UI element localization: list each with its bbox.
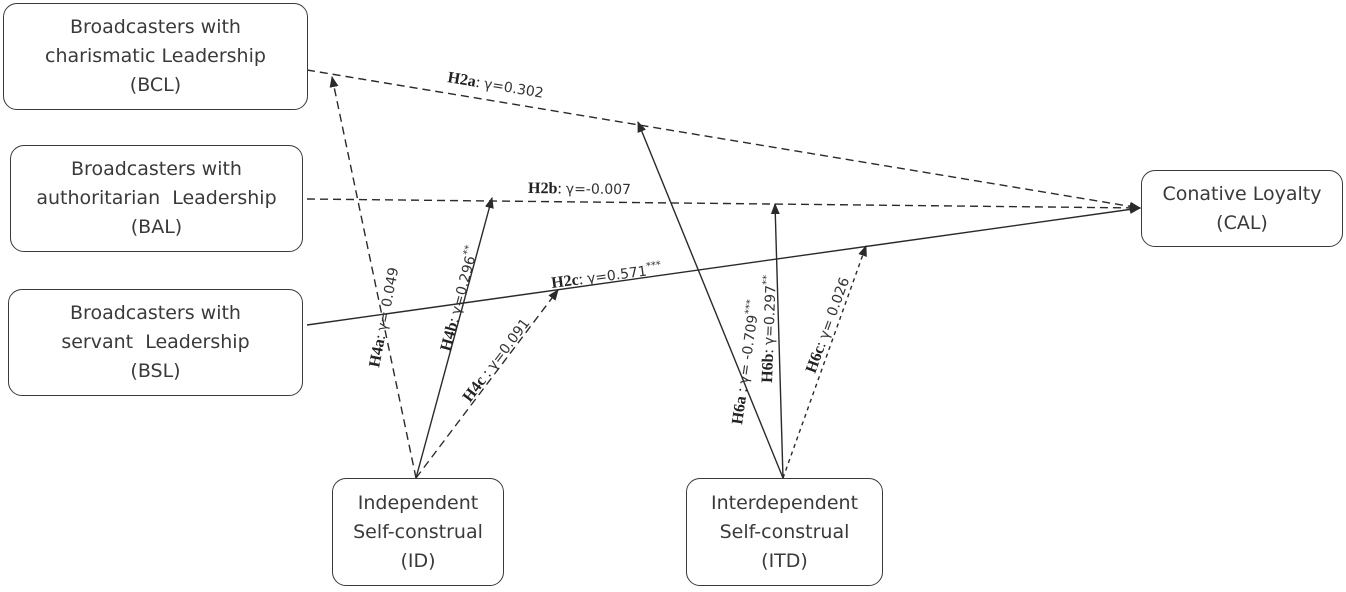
h6c-path [782, 244, 867, 479]
bcl-node: Broadcasters with charismatic Leadership… [3, 3, 308, 110]
bsl-line1: Broadcasters with [70, 302, 241, 324]
id-line1: Independent [357, 491, 479, 514]
cal-line1: Conative Loyalty [1162, 182, 1322, 205]
h2a-label: H2a: γ=0.302 [446, 69, 544, 102]
cal-line2: (CAL) [1216, 211, 1268, 234]
bsl-line2: servant Leadership [61, 331, 250, 353]
h6b-label: H6b: γ=0.297** [758, 275, 780, 383]
bal-line3: (BAL) [130, 216, 183, 238]
bcl-line2: charismatic Leadership [45, 45, 266, 67]
itd-line2: Self-construal [719, 520, 850, 543]
h6a-label: H6a : γ= -0.709*** [728, 299, 763, 426]
id-line3: (ID) [400, 549, 436, 572]
h6c-label: H6c: γ= 0.026 [803, 275, 853, 375]
h2b-path [306, 198, 1142, 213]
h2b-label: H2b: γ=-0.007 [528, 180, 631, 198]
h6b-path [770, 202, 784, 479]
h4a-path [329, 75, 417, 479]
itd-line1: Interdependent [710, 491, 859, 514]
h4b-path [415, 196, 494, 479]
h4a-label: H4a: γ= 0.049 [366, 266, 402, 369]
bal-node: Broadcasters with authoritarian Leadersh… [10, 145, 303, 252]
h4b-label: H4b: γ=0.296** [436, 244, 481, 353]
itd-line3: (ITD) [761, 549, 808, 572]
bal-line2: authoritarian Leadership [36, 187, 277, 209]
h4c-path [415, 289, 559, 479]
h4c-label: H4c : γ=0.091 [460, 315, 534, 405]
bal-line1: Broadcasters with [71, 158, 242, 180]
bcl-line1: Broadcasters with [70, 16, 241, 38]
h2c-path [306, 204, 1142, 326]
bcl-line3: (BCL) [129, 74, 182, 96]
cal-node: Conative Loyalty (CAL) [1141, 170, 1343, 247]
bsl-line3: (BSL) [130, 360, 181, 382]
h2a-path [306, 69, 1142, 211]
id-node: Independent Self-construal (ID) [332, 478, 504, 586]
h2c-label: H2c: γ=0.571*** [550, 260, 663, 292]
itd-node: Interdependent Self-construal (ITD) [686, 478, 883, 586]
id-line2: Self-construal [353, 520, 483, 543]
bsl-node: Broadcasters with servant Leadership (BS… [8, 289, 303, 396]
h6a-path [637, 120, 784, 479]
